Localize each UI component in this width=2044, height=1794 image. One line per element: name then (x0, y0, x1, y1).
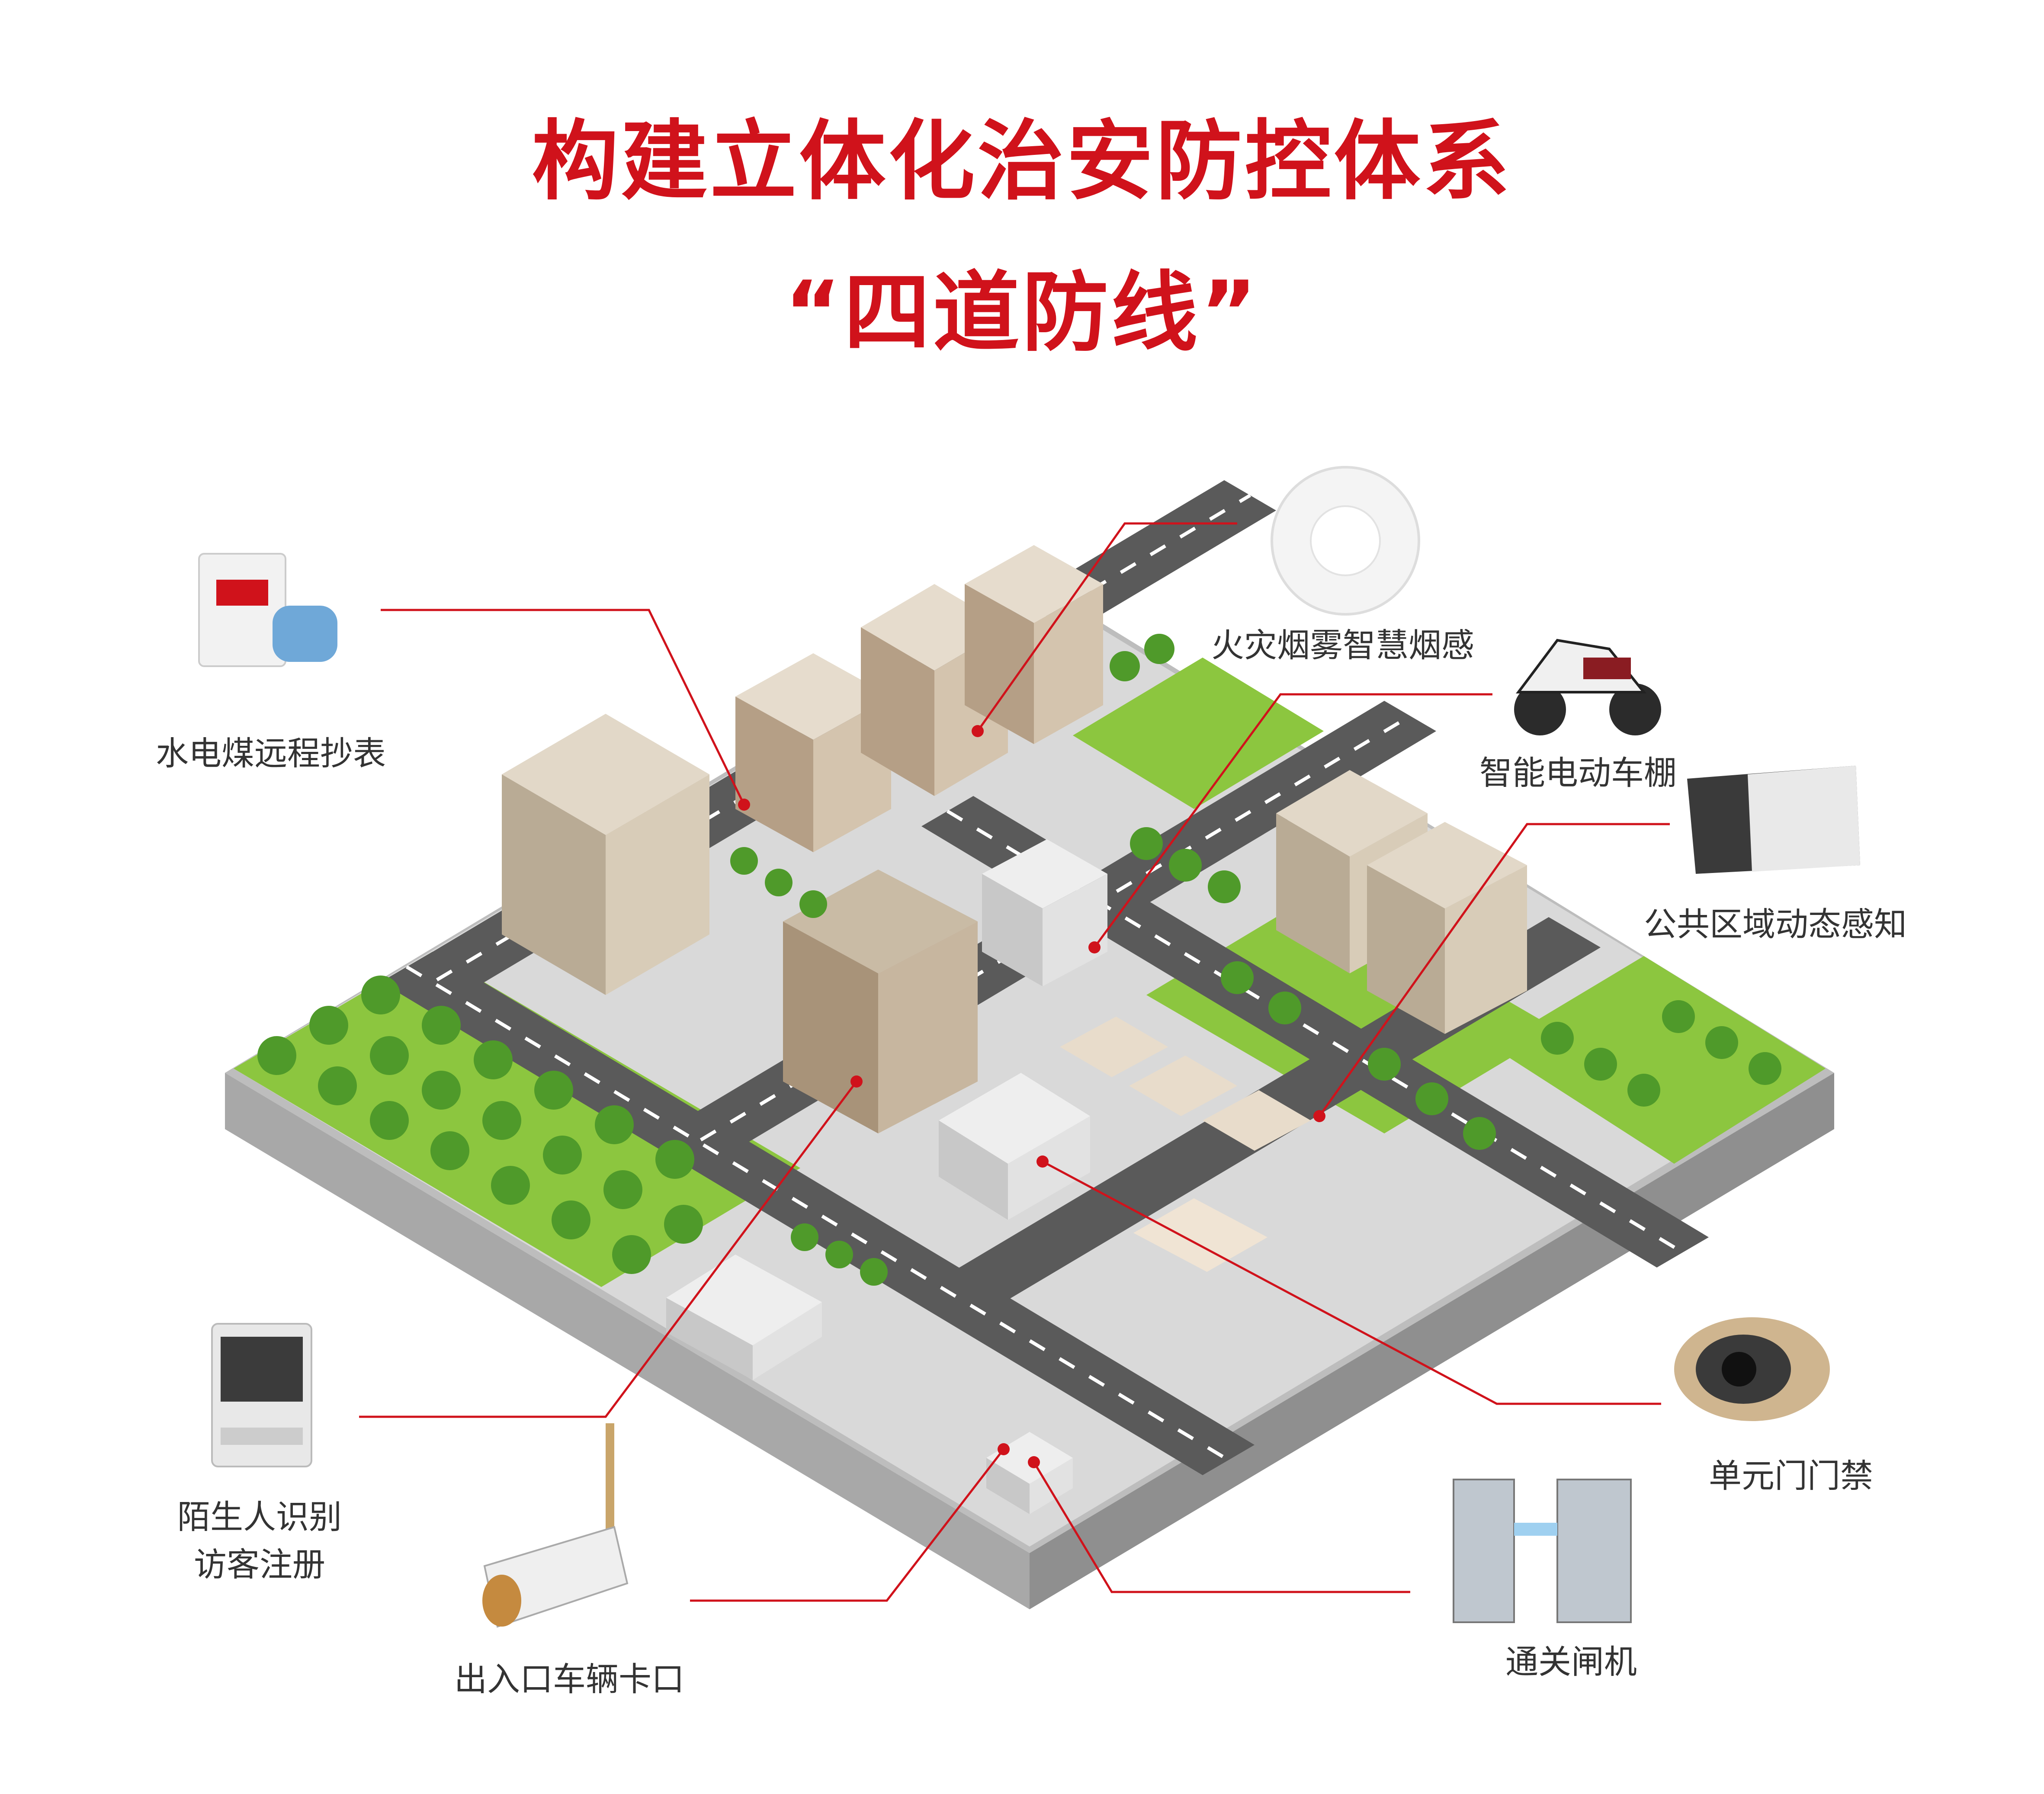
low-rise-beige (1060, 1017, 1311, 1272)
dome-camera-image (1674, 1317, 1830, 1421)
label-public-area-sensing: 公共区域动态感知 (1644, 905, 1907, 944)
office-tower-left (502, 714, 709, 995)
meter-device-image (198, 553, 337, 667)
ebike-image (1514, 639, 1661, 735)
smoke-detector-image (1271, 466, 1420, 616)
buildings (502, 545, 1527, 1514)
line-public-area (1318, 823, 1670, 1117)
line-vehicle-checkpoint (690, 1448, 1004, 1602)
label-unit-door-access: 单元门门禁 (1709, 1457, 1873, 1495)
label-visitor-recognition: 陌生人识别 访客注册 (177, 1490, 342, 1585)
line-ebike-shed (1093, 693, 1492, 948)
page-title: 构建立体化治安防控体系 (532, 111, 1512, 212)
page-subtitle: “四道防线” (784, 263, 1260, 363)
label-ebike-shed: 智能电动车棚 (1479, 754, 1677, 792)
visitor-terminal-image (211, 1323, 312, 1467)
small-buildings (666, 839, 1107, 1514)
trees (257, 634, 1781, 1286)
callout-dots (738, 725, 1325, 1468)
turnstile-image (1453, 1479, 1632, 1623)
line-visitor (359, 1081, 858, 1418)
central-apartment (783, 870, 978, 1133)
label-meter-reading: 水电煤远程抄表 (156, 734, 386, 773)
bullet-camera-image (482, 1423, 629, 1628)
callout-lines (359, 522, 1670, 1602)
box-camera-image (1687, 766, 1860, 874)
label-turnstile: 通关闸机 (1505, 1643, 1637, 1681)
label-visitor-line1: 陌生人识别 (177, 1498, 342, 1536)
label-visitor-line2: 访客注册 (194, 1545, 325, 1584)
label-vehicle-checkpoint: 出入口车辆卡口 (454, 1660, 684, 1698)
label-smoke-sensor: 火灾烟雾智慧烟感 (1211, 626, 1474, 664)
line-unit-door (1042, 1160, 1661, 1405)
line-smoke-sensor (976, 522, 1237, 732)
line-turnstile (1033, 1461, 1410, 1593)
line-meter-reading (381, 609, 745, 806)
residential-towers-top (735, 545, 1103, 852)
office-towers-right (1276, 770, 1527, 1034)
